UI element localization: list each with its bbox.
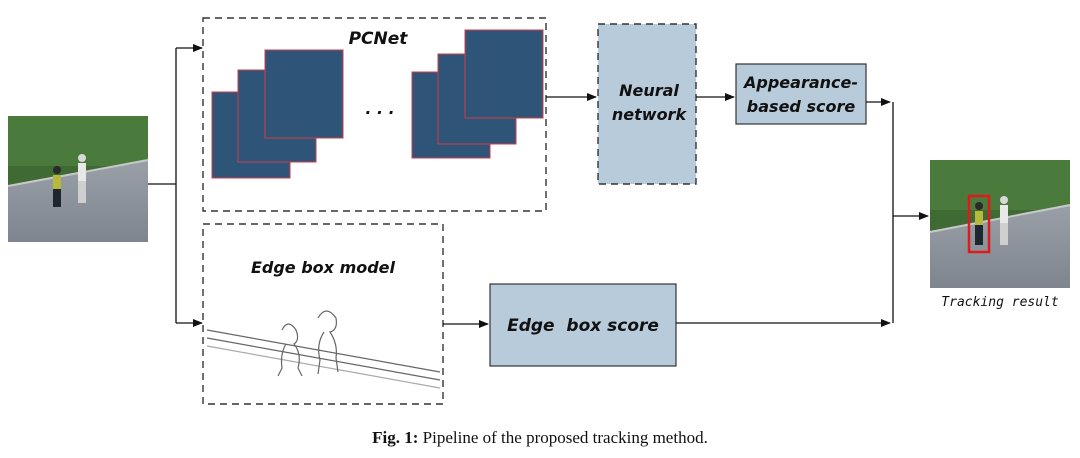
ellipsis: . . . bbox=[365, 99, 394, 118]
pcnet-title: PCNet bbox=[349, 29, 409, 49]
tracking-result-label: Tracking result bbox=[941, 295, 1059, 310]
edge-box-model: Edge box model bbox=[202, 223, 444, 405]
appearance-score-box: Appearance- based score bbox=[735, 63, 867, 125]
neural-network-box: Neural network bbox=[597, 23, 697, 185]
feature-map-stack-1 bbox=[211, 49, 344, 179]
person-figure-2 bbox=[78, 154, 86, 203]
appearance-score-label-2: based score bbox=[747, 97, 856, 116]
edge-box-score-box: Edge box score bbox=[489, 283, 677, 367]
person-figure-3 bbox=[1000, 196, 1008, 245]
tracked-person bbox=[975, 202, 983, 245]
merge-connector bbox=[892, 102, 929, 323]
figure-caption: Fig. 1: Pipeline of the proposed trackin… bbox=[372, 428, 708, 447]
pcnet-module: PCNet . . . bbox=[202, 17, 547, 212]
input-image bbox=[7, 116, 149, 242]
caption-prefix: Fig. 1: bbox=[372, 428, 418, 447]
input-connector bbox=[148, 44, 203, 327]
neural-network-label-1: Neural bbox=[619, 81, 679, 100]
edge-box-model-title: Edge box model bbox=[251, 258, 396, 277]
tracking-bounding-box bbox=[967, 194, 991, 254]
caption-text: Pipeline of the proposed tracking method… bbox=[418, 428, 707, 447]
person-figure-1 bbox=[53, 166, 61, 207]
edge-box-score-label: Edge box score bbox=[507, 316, 659, 336]
edge-map-image bbox=[206, 310, 441, 389]
tracking-result-image bbox=[929, 160, 1071, 288]
feature-map-stack-2 bbox=[411, 29, 544, 159]
neural-network-label-2: network bbox=[612, 105, 688, 124]
appearance-score-label-1: Appearance- bbox=[742, 73, 858, 92]
